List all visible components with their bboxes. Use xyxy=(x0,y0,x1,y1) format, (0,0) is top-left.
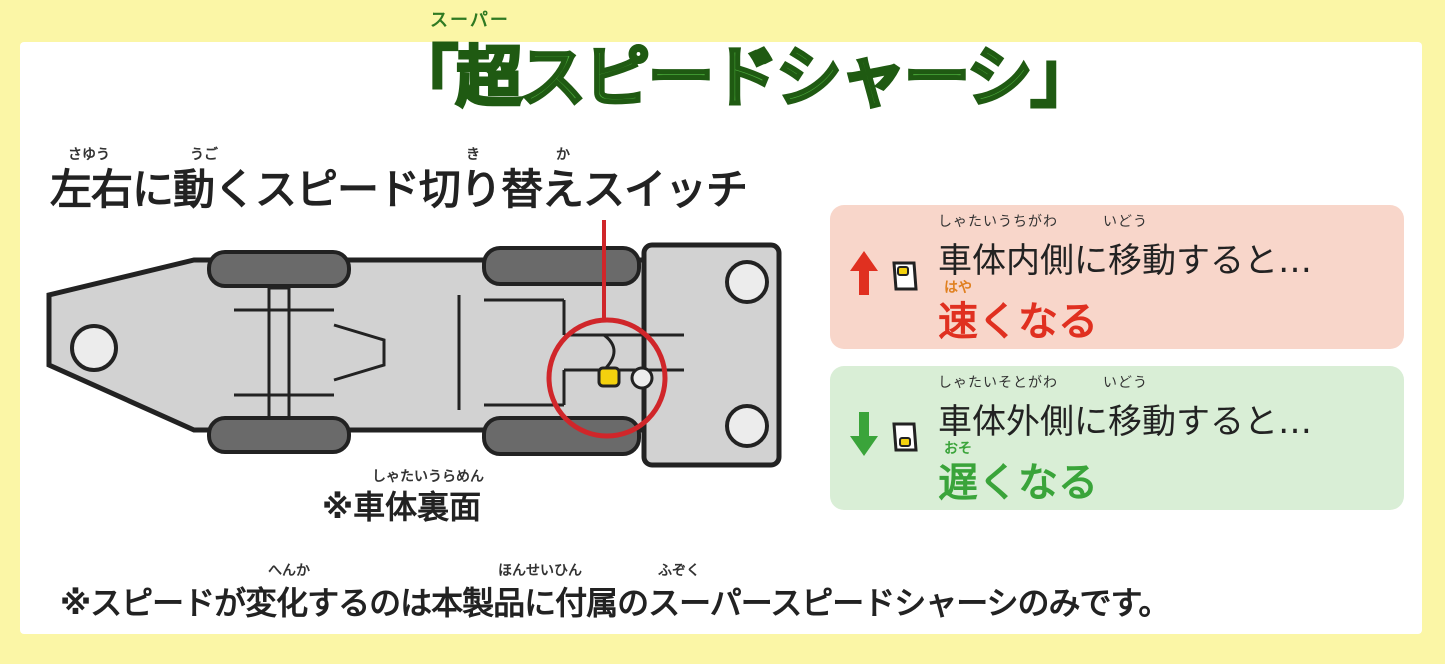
switch-highlight-circle xyxy=(546,317,668,439)
furigana-fuzoku: ふぞく xyxy=(658,563,700,579)
axle-structure xyxy=(234,286,684,420)
arrow-down-icon xyxy=(850,412,878,456)
slow-line2-furigana: おそ xyxy=(944,441,972,457)
slow-line2: 遅くなる xyxy=(938,460,1098,506)
title-furigana: スーパー xyxy=(430,10,510,31)
rear-wheel-bottom xyxy=(482,416,641,456)
fast-line1: 車体内側に移動すると… xyxy=(938,241,1312,281)
fast-line2: 速くなる xyxy=(938,299,1098,345)
switch-heading: 左右に動くスピード切り替えスイッチ xyxy=(50,165,748,214)
fast-line1-furigana: しゃたいうちがわ いどう xyxy=(938,214,1148,230)
chassis-caption: ※車体裏面 xyxy=(322,488,482,526)
caption-furigana: しゃたいうらめん xyxy=(372,469,484,485)
furigana-honseihin: ほんせいひん xyxy=(498,563,582,579)
switch-outer-icon xyxy=(892,422,918,452)
slow-info-box: しゃたいそとがわ いどう 車体外側に移動すると… おそ 遅くなる xyxy=(830,366,1404,510)
speed-switch xyxy=(597,366,621,388)
footnote: ※スピードが変化するのは本製品に付属のスーパースピードシャーシのみです。 xyxy=(60,584,1170,622)
switch-inner-icon xyxy=(892,261,918,291)
rear-hole-top xyxy=(725,260,769,304)
slow-line1: 車体外側に移動すると… xyxy=(938,402,1312,442)
chassis-diagram xyxy=(46,220,782,468)
rear-hole-bottom xyxy=(725,404,769,448)
furigana-ka: か xyxy=(556,147,570,163)
front-hole xyxy=(70,324,118,372)
furigana-sayuu: さゆう xyxy=(68,147,110,163)
furigana-henka: へんか xyxy=(268,563,310,579)
slow-line1-furigana: しゃたいそとがわ いどう xyxy=(938,375,1148,391)
switch-pivot xyxy=(630,366,654,390)
furigana-ki: き xyxy=(466,147,480,163)
front-wheel-bottom xyxy=(207,416,351,454)
fast-info-box: しゃたいうちがわ いどう 車体内側に移動すると… はや 速くなる xyxy=(830,205,1404,349)
rear-wheel-top xyxy=(482,246,641,286)
front-wheel-top xyxy=(207,250,351,288)
furigana-ugo: うご xyxy=(190,147,218,163)
page-title: 「超スピードシャーシ」 xyxy=(391,38,1099,118)
arrow-up-icon xyxy=(850,251,878,295)
fast-line2-furigana: はや xyxy=(944,280,972,296)
